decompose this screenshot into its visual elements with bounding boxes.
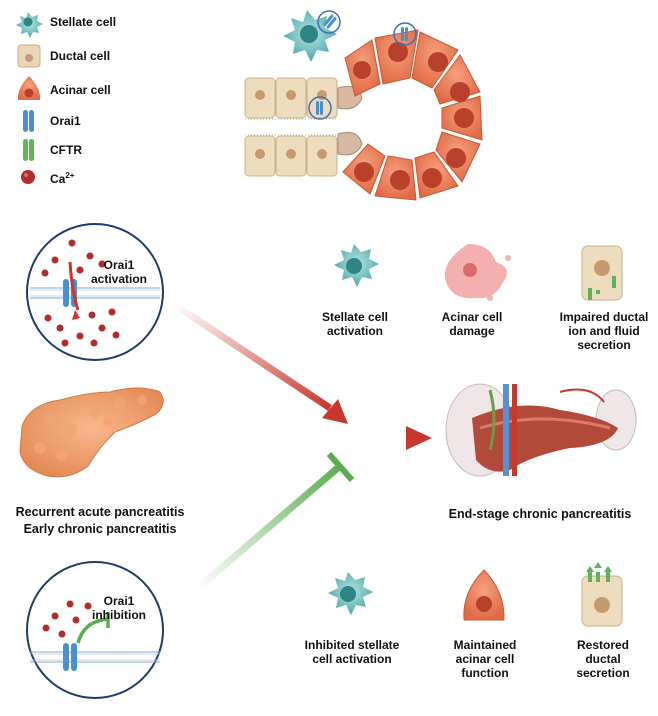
legend-orai1-icon	[23, 110, 34, 132]
activation-arrow-diagonal	[173, 302, 348, 424]
inhibited-stellate-icon	[328, 572, 373, 615]
maintained-acinar-icon	[463, 569, 505, 621]
legend-stellate-label: Stellate cell	[50, 15, 117, 29]
acinus-illustration	[244, 10, 483, 201]
legend-ductal-label: Ductal cell	[50, 49, 111, 63]
orai1-activation-diagram	[26, 223, 164, 361]
progression-arrow-horizontal	[170, 426, 432, 450]
right-caption: End-stage chronic pancreatitis	[448, 507, 632, 521]
legend-cftr-label: CFTR	[50, 143, 82, 157]
inhibition-arrow	[195, 452, 355, 591]
legend-stellate-icon	[16, 12, 43, 38]
acinar-damage-icon	[444, 244, 511, 301]
stellate-activation-icon	[334, 244, 379, 287]
legend-cftr-icon	[23, 139, 34, 161]
legend-acinar-icon	[17, 76, 41, 100]
legend-acinar-label: Acinar cell	[50, 83, 111, 97]
end-stage-pancreas-illustration	[445, 383, 637, 477]
legend-ductal-icon	[17, 44, 41, 68]
pancreas-illustration	[19, 387, 164, 478]
legend-ca-label: Ca2+	[50, 171, 75, 186]
orai1-inhibition-diagram	[26, 561, 164, 699]
legend-orai1-label: Orai1	[50, 114, 81, 128]
legend-ca-icon	[21, 170, 35, 184]
impaired-ductal-icon	[581, 245, 623, 301]
restored-ductal-icon	[581, 562, 623, 627]
